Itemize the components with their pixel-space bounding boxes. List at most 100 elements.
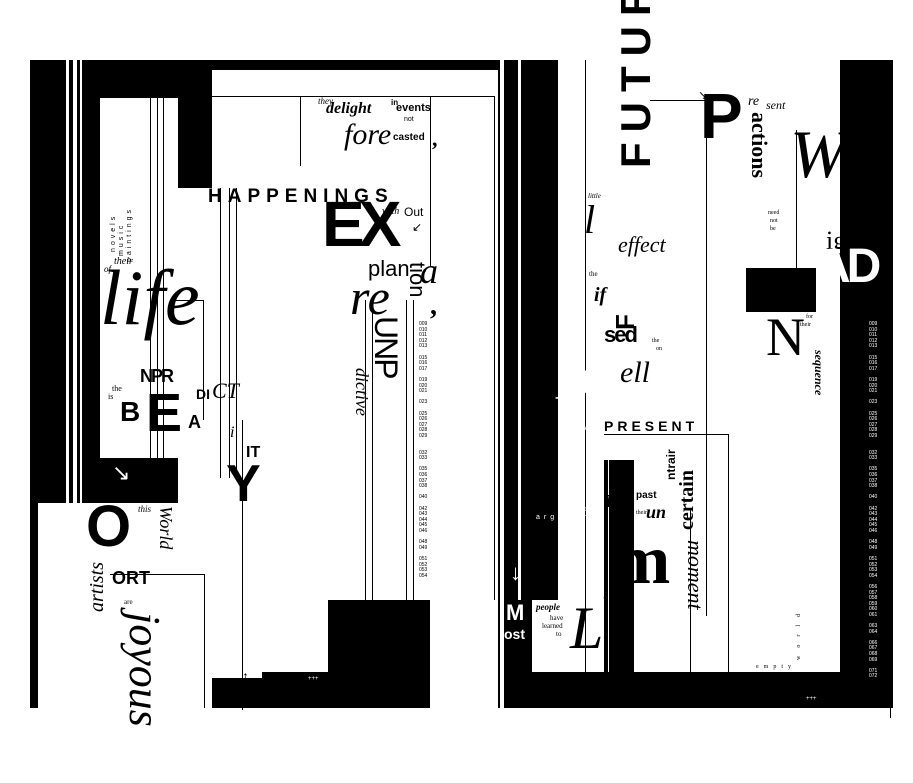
black-arrow-box xyxy=(100,458,178,503)
word-present-horizontal: PRESENT xyxy=(604,418,699,434)
rule xyxy=(585,60,586,672)
rule xyxy=(890,706,891,718)
word-out: Out xyxy=(404,205,424,219)
word-be: be xyxy=(770,226,776,232)
letter-m: m xyxy=(612,522,671,599)
word-a2: A xyxy=(188,412,201,432)
word-in: in xyxy=(391,98,399,107)
word-dwell: ell xyxy=(620,356,650,389)
plus-marks: +++ xyxy=(308,676,319,682)
word-in: in xyxy=(612,600,617,606)
word-world: world xyxy=(796,606,802,660)
stripe xyxy=(518,60,521,620)
arrow-up-icon: ↑ xyxy=(566,320,572,332)
word-the4: the xyxy=(604,592,610,600)
word-this: this xyxy=(138,504,152,514)
word-dictive: dictive xyxy=(352,368,372,416)
word-is: is xyxy=(108,392,114,401)
word-argument: argument xyxy=(536,514,598,521)
white-block-bottom xyxy=(262,600,328,672)
letter-d: D xyxy=(556,357,591,410)
word-of: of xyxy=(104,264,112,274)
word-certain: certain xyxy=(676,470,698,530)
word-n: N xyxy=(766,307,805,367)
stripe xyxy=(558,60,568,672)
word-need: need xyxy=(578,424,592,432)
word-their2: their xyxy=(800,322,811,328)
stripe xyxy=(73,60,77,505)
letter-m-large: M xyxy=(506,600,525,625)
comma: , xyxy=(432,126,438,151)
arrow-down-right-icon: ↘ xyxy=(112,460,131,485)
word-on: on xyxy=(656,346,662,352)
word-people: people xyxy=(536,602,560,612)
word-ct: CT xyxy=(212,378,239,403)
word-not: not xyxy=(770,218,778,224)
rule xyxy=(650,100,706,101)
word-ad: AD xyxy=(816,240,881,293)
fill xyxy=(504,600,532,672)
word-npr: NPR xyxy=(140,366,174,386)
rule xyxy=(728,434,729,672)
word-the2: the xyxy=(652,338,660,344)
word-to2: to xyxy=(556,630,562,638)
word-future: FUTURE xyxy=(612,0,659,168)
rule xyxy=(796,130,797,270)
rule xyxy=(236,188,237,478)
word-we: We xyxy=(790,116,871,192)
word-empty: empty xyxy=(756,664,796,670)
word-to: to xyxy=(568,420,574,428)
white-block-lower-left xyxy=(38,503,212,708)
word-no: no xyxy=(592,416,599,424)
word-present-vertical: PRESENT xyxy=(562,213,583,310)
word-past: past xyxy=(636,490,657,501)
fill xyxy=(504,672,532,708)
rule xyxy=(204,574,205,708)
letter-f: F xyxy=(610,314,640,330)
letter-l-large: L xyxy=(570,595,604,661)
rule xyxy=(242,420,243,710)
stripe xyxy=(80,60,82,505)
word-it: IT xyxy=(246,444,261,461)
letter-l: l xyxy=(584,197,596,242)
rule xyxy=(300,96,301,166)
word-moment: moment xyxy=(683,540,708,610)
rule xyxy=(229,188,230,478)
word-and: AND xyxy=(566,310,586,320)
white-block-bottom-right xyxy=(430,600,498,708)
word-little: little xyxy=(588,192,601,200)
arrow-icon: ↙ xyxy=(412,220,423,234)
word-ig: ig xyxy=(826,226,847,255)
word-ost: ost xyxy=(504,626,525,642)
rule xyxy=(150,98,151,458)
left-number-column: 009 010 011 012 013 015 016 017 019 020 … xyxy=(419,321,428,579)
word-if: if xyxy=(594,284,607,306)
word-re: re xyxy=(748,94,760,109)
word-happenings: HAPPENINGS xyxy=(208,186,394,207)
rule xyxy=(175,300,203,301)
arrow-icon: ↘ xyxy=(698,88,709,102)
word-fore: fore xyxy=(344,118,392,151)
word-tion: tion xyxy=(405,262,430,298)
word-learned: learned xyxy=(542,622,563,630)
rule xyxy=(212,96,300,97)
rule xyxy=(372,300,373,600)
word-the: the xyxy=(112,384,122,393)
word-life: life xyxy=(100,254,200,341)
word-world: World xyxy=(156,506,176,550)
word-the3: the xyxy=(586,522,608,529)
word-music: music xyxy=(118,222,125,256)
white-block xyxy=(634,510,690,672)
rule xyxy=(494,96,495,600)
black-col-right xyxy=(840,60,866,708)
word-actions: actions xyxy=(747,112,772,178)
comma2: , xyxy=(430,290,437,321)
word-casted: casted xyxy=(393,132,425,143)
word-delight: delight xyxy=(326,100,372,117)
word-joyous: joyous xyxy=(120,612,169,727)
word-sequence: sequence xyxy=(812,350,826,396)
rule xyxy=(157,98,158,458)
rule xyxy=(220,188,221,478)
word-for: for xyxy=(806,314,813,320)
